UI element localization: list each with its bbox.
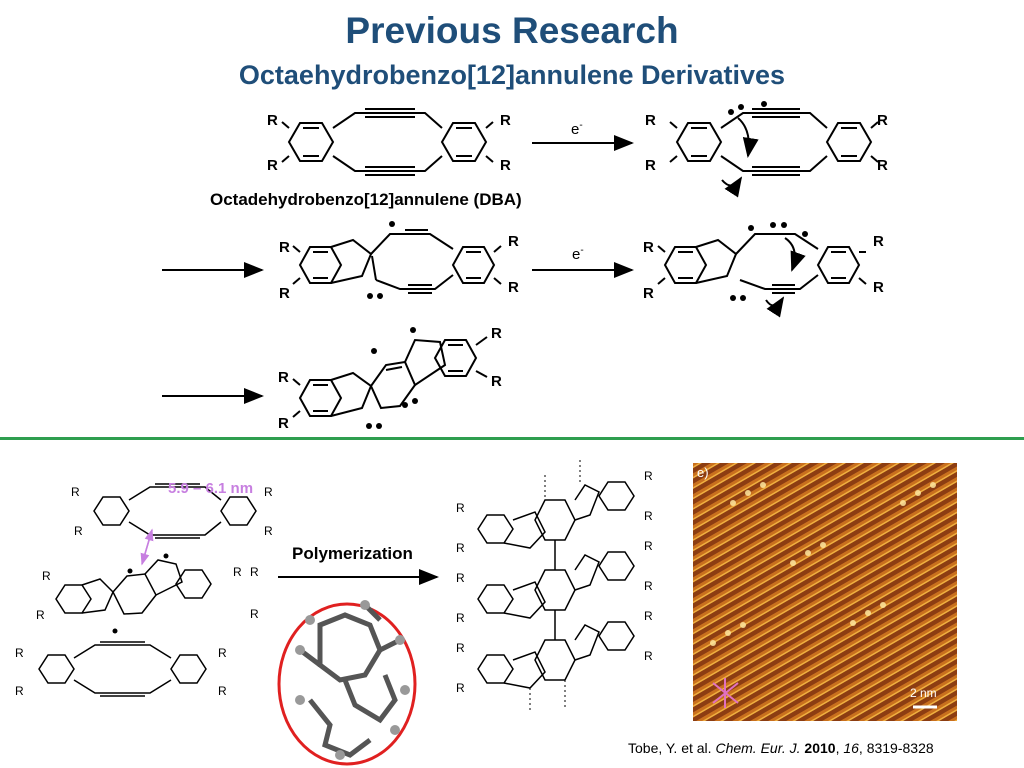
svg-text:R: R — [36, 608, 45, 622]
dba-radical-structure — [669, 108, 879, 198]
citation-year: 2010 — [804, 740, 836, 756]
svg-text:R: R — [456, 571, 465, 585]
slide-subtitle: Octaehydrobenzo[12]annulene Derivatives — [238, 60, 786, 90]
substituent-labels: R R R R R R R R R R R R R R R R R R R R — [267, 112, 888, 432]
fulvene-radical-structure — [657, 233, 867, 318]
svg-text:R: R — [877, 157, 888, 174]
svg-text:R: R — [279, 285, 290, 302]
svg-text:R: R — [644, 539, 653, 553]
dba-caption: Octadehydrobenzo[12]annulene (DBA) — [210, 190, 522, 209]
svg-text:R: R — [873, 279, 884, 296]
svg-text:R: R — [645, 157, 656, 174]
svg-text:R: R — [644, 469, 653, 483]
stm-axis-marker — [712, 678, 739, 708]
svg-text:R: R — [250, 607, 259, 621]
svg-text:R: R — [644, 579, 653, 593]
svg-text:R: R — [456, 501, 465, 515]
svg-text:R: R — [645, 112, 656, 129]
polymer-structure — [477, 481, 635, 689]
stm-scale-label: 2 nm — [910, 686, 937, 700]
stm-image — [693, 463, 957, 721]
molecular-model-outline — [277, 602, 417, 766]
svg-text:R: R — [456, 641, 465, 655]
svg-text:R: R — [644, 509, 653, 523]
svg-text:R: R — [278, 415, 289, 432]
svg-text:R: R — [508, 279, 519, 296]
electron-label-2: e- — [572, 245, 584, 263]
svg-text:R: R — [74, 524, 83, 538]
polymer-substituents: R R R R R R R R R R R R — [456, 469, 653, 695]
polymerization-label: Polymerization — [292, 544, 413, 563]
svg-text:R: R — [42, 569, 51, 583]
svg-text:R: R — [218, 684, 227, 698]
radical-dots — [366, 101, 808, 429]
svg-text:R: R — [877, 112, 888, 129]
svg-text:R: R — [264, 524, 273, 538]
svg-text:R: R — [508, 233, 519, 250]
citation-pages: , 8319-8328 — [858, 740, 934, 756]
svg-text:R: R — [233, 565, 242, 579]
svg-text:R: R — [644, 649, 653, 663]
svg-text:R: R — [15, 684, 24, 698]
svg-text:R: R — [643, 239, 654, 256]
svg-text:R: R — [71, 485, 80, 499]
reaction-arrows — [162, 135, 634, 404]
svg-text:R: R — [218, 646, 227, 660]
slide-title: Previous Research — [345, 10, 679, 51]
svg-text:R: R — [500, 112, 511, 129]
monomer-radical-dots — [112, 553, 169, 634]
svg-text:R: R — [491, 325, 502, 342]
citation-journal: Chem. Eur. J. — [715, 740, 801, 756]
citation: Tobe, Y. et al. Chem. Eur. J. 2010, 16, … — [628, 740, 934, 756]
electron-label-1: e- — [571, 120, 583, 138]
svg-text:R: R — [456, 541, 465, 555]
svg-text:R: R — [267, 157, 278, 174]
svg-text:R: R — [491, 373, 502, 390]
citation-authors: Tobe, Y. et al. — [628, 740, 716, 756]
citation-volume: 16 — [843, 740, 859, 756]
svg-text:R: R — [250, 565, 259, 579]
stm-bright-features — [710, 482, 936, 646]
svg-text:R: R — [279, 239, 290, 256]
reaction-scheme: R R R R R R R R R R R R R R R R R R R R — [162, 101, 888, 432]
molecular-model-atoms — [295, 600, 410, 760]
svg-text:R: R — [500, 157, 511, 174]
svg-text:R: R — [643, 285, 654, 302]
svg-text:R: R — [873, 233, 884, 250]
svg-text:R: R — [264, 485, 273, 499]
svg-text:R: R — [456, 611, 465, 625]
stacked-monomers — [38, 483, 257, 697]
svg-text:R: R — [278, 369, 289, 386]
polymer-continuation — [529, 460, 581, 710]
svg-text:R: R — [15, 646, 24, 660]
dba-structure — [281, 108, 494, 176]
svg-text:R: R — [267, 112, 278, 129]
fulvene-structure — [292, 229, 502, 294]
molecular-model — [298, 603, 402, 758]
distance-label: 5.9 – 6.1 nm — [168, 480, 254, 497]
section-divider — [0, 437, 1024, 440]
fused-product-structure — [292, 336, 488, 418]
svg-text:R: R — [644, 609, 653, 623]
stm-panel-label: e) — [697, 465, 709, 480]
svg-text:R: R — [456, 681, 465, 695]
